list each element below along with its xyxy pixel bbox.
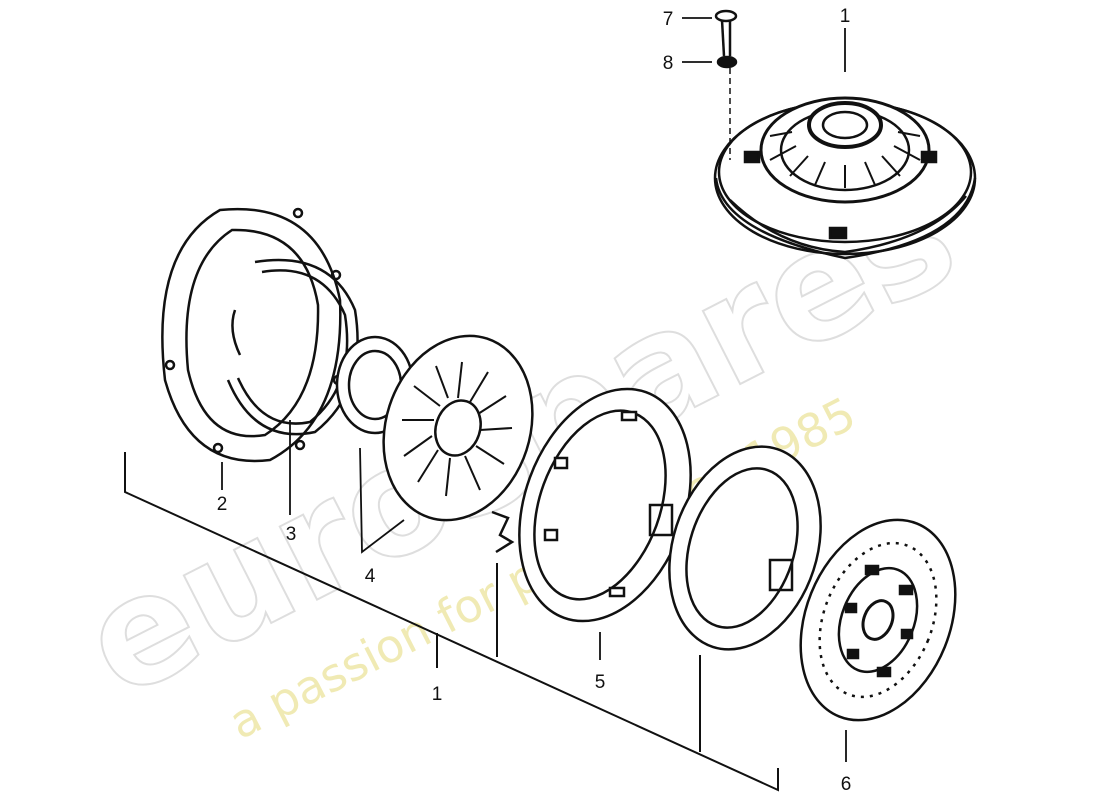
callout-7: 7	[663, 9, 674, 30]
cover-housing	[161, 207, 344, 463]
callout-4: 4	[365, 566, 376, 587]
assembly-bracket	[124, 452, 779, 792]
clutch-disc	[799, 518, 957, 722]
intermediate-ring	[648, 445, 822, 651]
callout-8: 8	[663, 53, 674, 74]
pressure-plate-assembly	[713, 96, 977, 260]
callout-1-bottom: 1	[432, 684, 443, 705]
callout-3: 3	[286, 524, 297, 545]
callout-6: 6	[841, 774, 852, 795]
leader-lines	[221, 17, 847, 762]
spring-clip	[491, 510, 515, 554]
callout-labels: 1 7 8 2 3 4 5 6 1	[217, 6, 852, 795]
clutch-pressure-ring	[518, 387, 692, 623]
callout-5: 5	[595, 672, 606, 693]
callout-1-top: 1	[840, 6, 851, 27]
diaphragm-spring	[382, 334, 534, 522]
bolt-and-washer	[714, 9, 738, 160]
callout-2: 2	[217, 494, 228, 515]
